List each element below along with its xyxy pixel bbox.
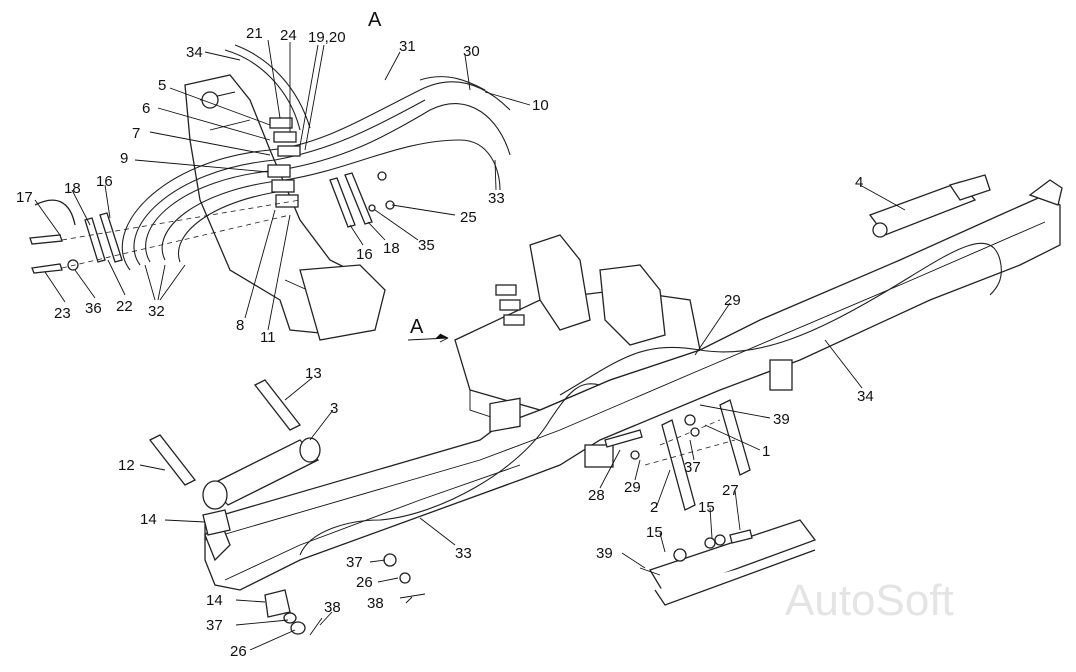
callout-30: 30 (463, 43, 480, 60)
callout-18-right: 18 (383, 240, 400, 257)
callout-18-left: 18 (64, 180, 81, 197)
callout-2: 2 (650, 499, 658, 516)
callout-14-lower: 14 (206, 592, 223, 609)
callout-6: 6 (142, 100, 150, 117)
callout-7: 7 (132, 125, 140, 142)
leader-lines (34, 39, 906, 651)
callout-4: 4 (855, 174, 863, 191)
callout-9: 9 (120, 150, 128, 167)
callout-23: 23 (54, 305, 71, 322)
callout-21: 21 (246, 25, 263, 42)
hydraulic-hoses-upper (121, 44, 511, 271)
view-marker-a-top: A (368, 9, 382, 31)
callout-36: 36 (85, 300, 102, 317)
callout-15-left: 15 (646, 524, 663, 541)
callout-5: 5 (158, 77, 166, 94)
callout-38-lower: 38 (367, 595, 384, 612)
callout-37-lower: 37 (346, 554, 363, 571)
callout-38-bottom: 38 (324, 599, 341, 616)
callout-1: 1 (762, 443, 770, 460)
watermark-text: AutoSoft (785, 576, 954, 625)
callout-25: 25 (460, 209, 477, 226)
callout-16-right: 16 (356, 246, 373, 263)
callout-34-top: 34 (186, 44, 203, 61)
callout-29-top: 29 (724, 292, 741, 309)
callout-34-right: 34 (857, 388, 874, 405)
callout-8: 8 (236, 317, 244, 334)
callout-22: 22 (116, 298, 133, 315)
callout-3: 3 (330, 400, 338, 417)
callout-33-top: 33 (488, 190, 505, 207)
callout-35: 35 (418, 237, 435, 254)
callout-31: 31 (399, 38, 416, 55)
callout-28: 28 (588, 487, 605, 504)
callout-32: 32 (148, 303, 165, 320)
callout-39-left: 39 (596, 545, 613, 562)
callout-16-left: 16 (96, 173, 113, 190)
callout-33-bottom: 33 (455, 545, 472, 562)
couplers (267, 117, 525, 326)
callout-14-upper: 14 (140, 511, 157, 528)
callout-labels: A A 21 24 19,20 34 31 30 10 5 6 7 9 33 2… (16, 9, 874, 660)
cylinders-1-2-and-bar (309, 399, 817, 636)
callout-13: 13 (305, 365, 322, 382)
cylinder-3 (149, 379, 321, 635)
callout-15-right: 15 (698, 499, 715, 516)
callout-19-20: 19,20 (308, 29, 346, 46)
callout-12: 12 (118, 457, 135, 474)
callout-37-bottom: 37 (206, 617, 223, 634)
callout-26-bottom: 26 (230, 643, 247, 660)
clamps-and-pins (29, 171, 395, 274)
hose-34-long (559, 242, 1002, 396)
callout-39-right: 39 (773, 411, 790, 428)
view-marker-a-arrow: A (410, 316, 424, 338)
cylinder-4 (868, 174, 991, 238)
callout-37-mid: 37 (684, 459, 701, 476)
callout-17: 17 (16, 189, 33, 206)
callout-29-bottom: 29 (624, 479, 641, 496)
callout-24: 24 (280, 27, 297, 44)
callout-11: 11 (260, 329, 276, 346)
main-frame (204, 179, 1063, 591)
callout-10: 10 (532, 97, 549, 114)
callout-27: 27 (722, 482, 739, 499)
callout-26-lower: 26 (356, 574, 373, 591)
